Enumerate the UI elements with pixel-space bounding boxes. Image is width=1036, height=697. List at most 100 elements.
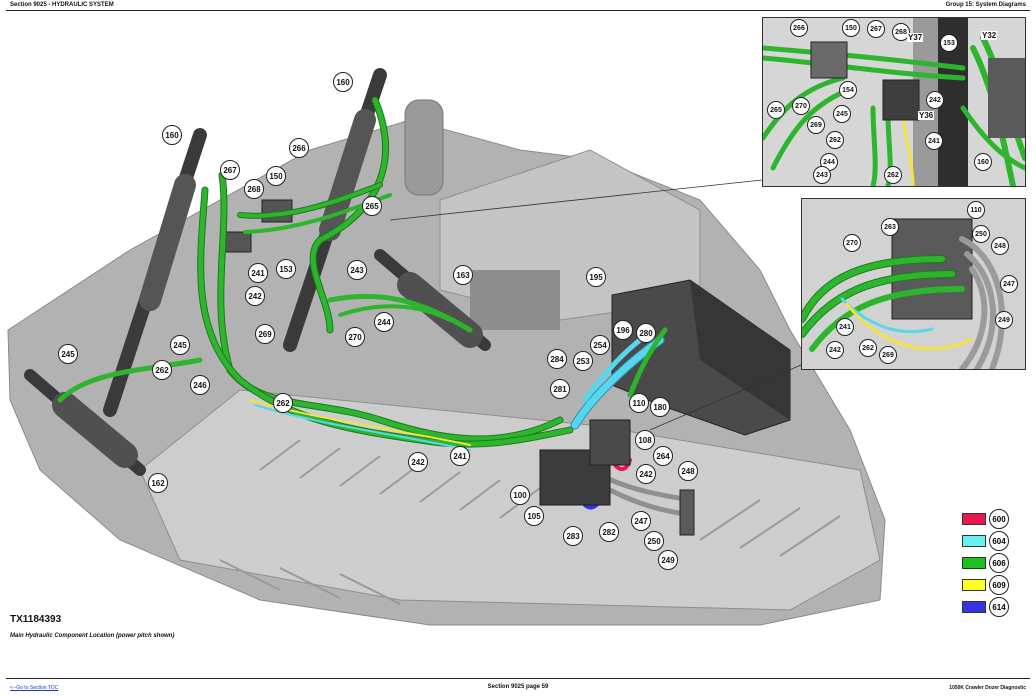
callout-247: 247 bbox=[1000, 275, 1018, 293]
callout-262: 262 bbox=[273, 393, 293, 413]
leader-lines bbox=[389, 179, 802, 431]
header-rule bbox=[6, 10, 1030, 11]
callout-242: 242 bbox=[245, 286, 265, 306]
legend-row: 606 bbox=[962, 552, 1022, 574]
callout-265: 265 bbox=[362, 196, 382, 216]
track-shoes bbox=[219, 439, 841, 605]
callout-248: 248 bbox=[991, 237, 1009, 255]
callout-241: 241 bbox=[836, 318, 854, 336]
callout-163: 163 bbox=[453, 265, 473, 285]
callout-100: 100 bbox=[510, 485, 530, 505]
callout-245: 245 bbox=[58, 344, 78, 364]
callout-160: 160 bbox=[162, 125, 182, 145]
callout-248: 248 bbox=[678, 461, 698, 481]
valve-label-y36: Y36 bbox=[918, 111, 935, 120]
legend-swatch-614 bbox=[962, 601, 986, 613]
control-valve bbox=[589, 419, 631, 466]
callout-242: 242 bbox=[408, 452, 428, 472]
callout-180: 180 bbox=[650, 397, 670, 417]
header-section-title: Section 9025 - HYDRAULIC SYSTEM bbox=[10, 2, 114, 8]
callout-160: 160 bbox=[974, 153, 992, 171]
callout-284: 284 bbox=[547, 349, 567, 369]
legend-swatch-609 bbox=[962, 579, 986, 591]
section-toc-link[interactable]: <--Go to Section TOC bbox=[10, 685, 59, 691]
callout-196: 196 bbox=[613, 320, 633, 340]
callout-268: 268 bbox=[244, 179, 264, 199]
callout-160: 160 bbox=[333, 72, 353, 92]
callout-268: 268 bbox=[892, 23, 910, 41]
callout-281: 281 bbox=[550, 379, 570, 399]
tilt-cylinder-left bbox=[24, 369, 146, 476]
callout-249: 249 bbox=[658, 550, 678, 570]
callout-242: 242 bbox=[636, 464, 656, 484]
callout-265: 265 bbox=[767, 101, 785, 119]
legend-swatch-606 bbox=[962, 557, 986, 569]
callout-270: 270 bbox=[843, 234, 861, 252]
callout-262: 262 bbox=[152, 360, 172, 380]
header-group-title: Group 15: System Diagrams bbox=[945, 2, 1026, 8]
exhaust-stack bbox=[404, 99, 444, 196]
callout-269: 269 bbox=[879, 346, 897, 364]
figure-id: TX1184393 bbox=[10, 614, 62, 625]
figure-caption: Main Hydraulic Component Location (power… bbox=[10, 633, 175, 639]
callout-250: 250 bbox=[644, 531, 664, 551]
callout-263: 263 bbox=[881, 218, 899, 236]
callout-280: 280 bbox=[636, 323, 656, 343]
callout-270: 270 bbox=[792, 97, 810, 115]
callout-110: 110 bbox=[629, 393, 649, 413]
valve-label-y37: Y37 bbox=[907, 33, 924, 42]
legend-code: 606 bbox=[989, 553, 1009, 573]
callout-150: 150 bbox=[266, 166, 286, 186]
callout-195: 195 bbox=[586, 267, 606, 287]
callout-266: 266 bbox=[289, 138, 309, 158]
callout-244: 244 bbox=[374, 312, 394, 332]
callout-243: 243 bbox=[347, 260, 367, 280]
legend-code: 609 bbox=[989, 575, 1009, 595]
callout-262: 262 bbox=[826, 131, 844, 149]
lift-cylinder-right bbox=[283, 68, 387, 352]
valve-153 bbox=[224, 231, 252, 253]
callout-245: 245 bbox=[170, 335, 190, 355]
callout-243: 243 bbox=[813, 166, 831, 184]
callout-241: 241 bbox=[450, 446, 470, 466]
legend-row: 614 bbox=[962, 596, 1022, 618]
callout-108: 108 bbox=[635, 430, 655, 450]
callout-110: 110 bbox=[967, 201, 985, 219]
manifold-block bbox=[679, 489, 695, 536]
callout-262: 262 bbox=[884, 166, 902, 184]
valve-label-y32: Y32 bbox=[981, 31, 998, 40]
manual-title: 1050K Crawler Dozer Diagnostic bbox=[949, 685, 1026, 691]
callout-242: 242 bbox=[826, 341, 844, 359]
callout-154: 154 bbox=[839, 81, 857, 99]
callout-242: 242 bbox=[926, 91, 944, 109]
callout-262: 262 bbox=[859, 339, 877, 357]
callout-150: 150 bbox=[842, 19, 860, 37]
callout-241: 241 bbox=[248, 263, 268, 283]
legend-row: 604 bbox=[962, 530, 1022, 552]
callout-153: 153 bbox=[940, 34, 958, 52]
hose-color-legend: 600 604 606 609 614 bbox=[962, 508, 1022, 618]
callout-269: 269 bbox=[807, 116, 825, 134]
callout-246: 246 bbox=[190, 375, 210, 395]
callout-282: 282 bbox=[599, 522, 619, 542]
callout-253: 253 bbox=[573, 351, 593, 371]
legend-code: 614 bbox=[989, 597, 1009, 617]
engine-block bbox=[470, 270, 560, 330]
callout-254: 254 bbox=[590, 335, 610, 355]
legend-row: 609 bbox=[962, 574, 1022, 596]
callout-269: 269 bbox=[255, 324, 275, 344]
lift-cylinder-left bbox=[103, 128, 207, 417]
legend-code: 600 bbox=[989, 509, 1009, 529]
callout-270: 270 bbox=[345, 327, 365, 347]
callout-266: 266 bbox=[790, 19, 808, 37]
legend-row: 600 bbox=[962, 508, 1022, 530]
callout-249: 249 bbox=[995, 311, 1013, 329]
footer-rule bbox=[6, 678, 1030, 679]
legend-swatch-604 bbox=[962, 535, 986, 547]
callout-264: 264 bbox=[653, 446, 673, 466]
page-number: Section 9025 page 59 bbox=[487, 684, 549, 690]
track-frame bbox=[139, 389, 881, 611]
callout-245: 245 bbox=[833, 105, 851, 123]
callout-267: 267 bbox=[220, 160, 240, 180]
